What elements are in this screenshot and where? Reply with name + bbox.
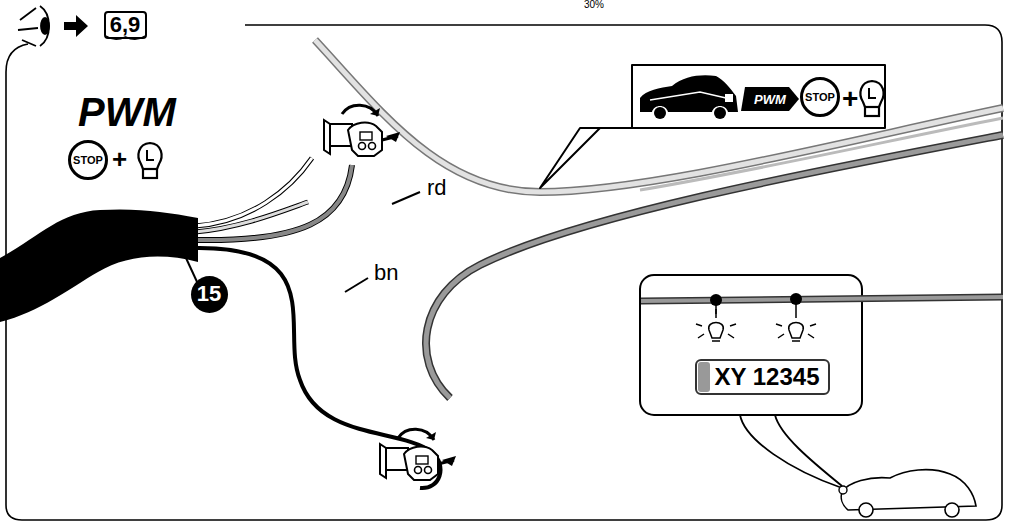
wire-harness: [0, 158, 441, 488]
node-text: STOP: [805, 92, 835, 103]
wire-colour: rd: [425, 177, 449, 199]
arrow-icon: [64, 15, 88, 37]
pwm-arrow: PWM: [741, 87, 799, 111]
callout-number: 15: [191, 276, 228, 313]
frame: [6, 25, 1002, 520]
node-text: PWM: [754, 93, 786, 106]
node-text: 6,9: [110, 14, 141, 36]
signal-name: PWM: [76, 92, 178, 132]
bulb-symbol: [138, 143, 161, 178]
node-text: 15: [197, 283, 221, 305]
plus-sign: +: [112, 144, 127, 174]
node-text: XY 12345: [715, 365, 820, 389]
grey-wire: [315, 40, 1003, 192]
connector: [380, 429, 456, 480]
stop-symbol: STOP: [68, 140, 108, 180]
connector: [324, 105, 400, 156]
callout-box: +: [540, 65, 885, 188]
plate-light-callout: [640, 275, 1003, 517]
scale-note: 30%: [582, 0, 606, 10]
svg-text:+: +: [842, 83, 858, 114]
node-text: STOP: [73, 155, 103, 166]
license-plate: XY 12345: [695, 359, 830, 395]
page-reference: 6,9: [104, 11, 147, 39]
eye-icon: [18, 6, 49, 46]
wire-colour: bn: [372, 262, 400, 284]
stop-symbol: STOP: [800, 77, 840, 117]
